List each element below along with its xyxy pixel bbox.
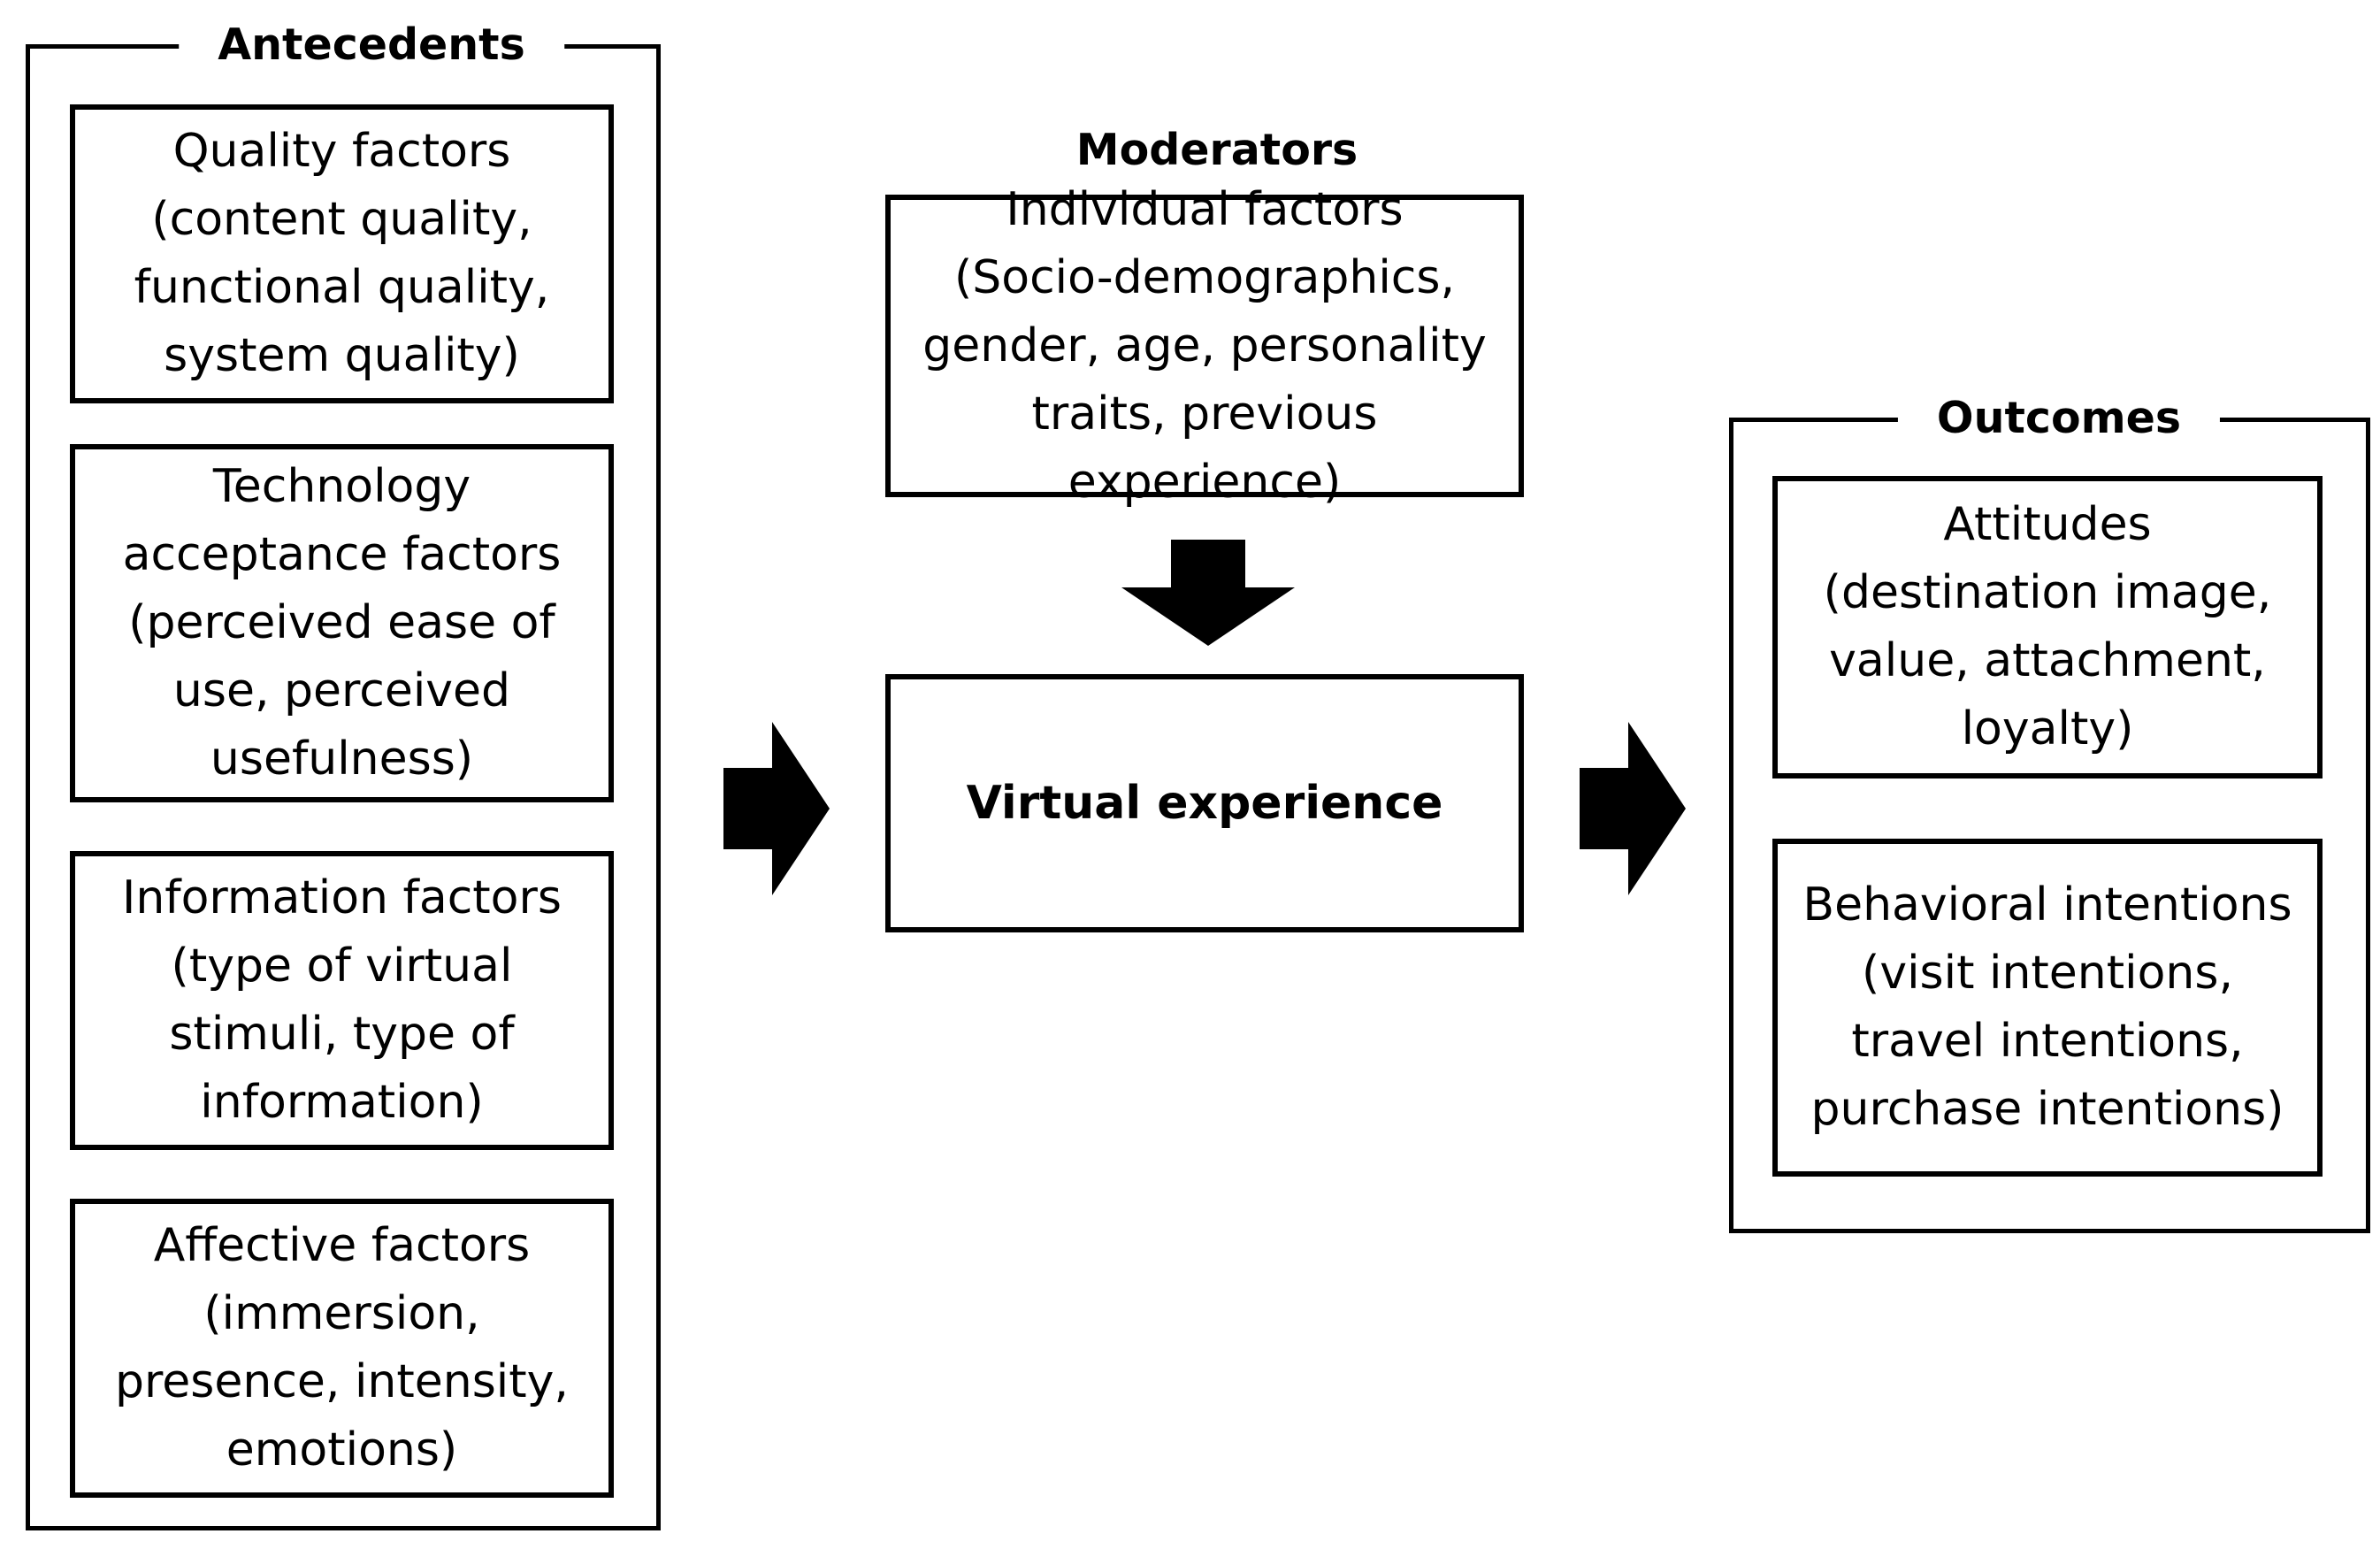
outcomes-title: Outcomes <box>1897 390 2221 447</box>
outcome-behavioral-intentions-box: Behavioral intentions (visit intentions,… <box>1772 839 2323 1177</box>
antecedent-information-factors-label: Information factors (type of virtual sti… <box>122 871 562 1129</box>
antecedents-group: Antecedents <box>26 17 661 1530</box>
moderators-box: Individual factors (Socio-demographics, … <box>885 183 1524 509</box>
right-arrow-icon-2 <box>1580 722 1686 895</box>
outcome-attitudes-label: Attitudes (destination image, value, att… <box>1823 498 2272 755</box>
outcome-attitudes-box: Attitudes (destination image, value, att… <box>1772 476 2323 778</box>
down-arrow-icon <box>1121 540 1295 646</box>
right-arrow-icon <box>723 722 830 895</box>
moderators-title: Moderators <box>1075 125 1358 175</box>
antecedent-technology-acceptance-box: Technology acceptance factors (perceived… <box>70 444 614 802</box>
antecedent-quality-factors-box: Quality factors (content quality, functi… <box>70 104 614 403</box>
outcome-behavioral-intentions-label: Behavioral intentions (visit intentions,… <box>1802 878 2292 1136</box>
antecedent-technology-acceptance-label: Technology acceptance factors (perceived… <box>122 460 562 786</box>
antecedent-affective-factors-label: Affective factors (immersion, presence, … <box>115 1219 569 1476</box>
antecedent-quality-factors-label: Quality factors (content quality, functi… <box>134 125 550 382</box>
virtual-experience-box: Virtual experience <box>885 674 1524 932</box>
moderators-label: Individual factors (Socio-demographics, … <box>922 182 1487 509</box>
antecedents-title: Antecedents <box>179 17 564 73</box>
outcomes-group: Outcomes <box>1729 390 2370 1233</box>
virtual-experience-label: Virtual experience <box>966 776 1443 830</box>
antecedent-affective-factors-box: Affective factors (immersion, presence, … <box>70 1199 614 1498</box>
antecedent-information-factors-box: Information factors (type of virtual sti… <box>70 851 614 1150</box>
